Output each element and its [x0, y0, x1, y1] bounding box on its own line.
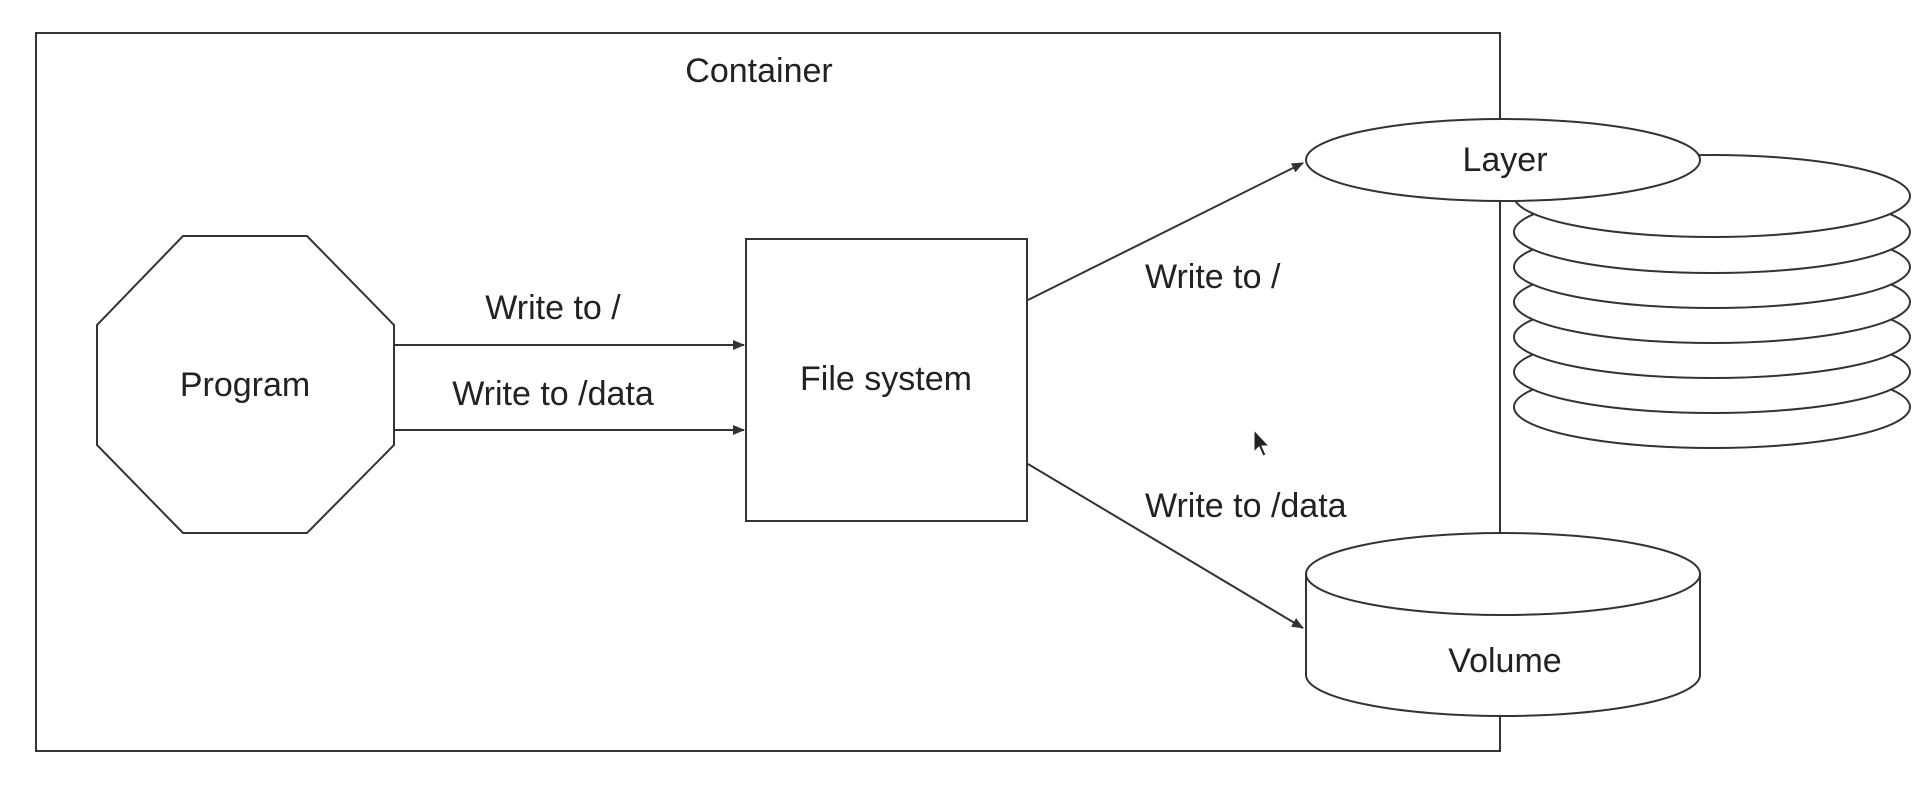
layer-ellipse [1305, 118, 1701, 202]
layer-label: Layer [1462, 141, 1547, 179]
volume-cylinder [1305, 532, 1701, 717]
write-root-fs-label: Write to / [1145, 258, 1281, 296]
file-system-label: File system [800, 360, 972, 398]
program-octagon [96, 235, 395, 534]
write-data-program-label: Write to /data [452, 375, 654, 413]
arrow-fs-volume [1027, 463, 1304, 629]
container-label: Container [685, 52, 832, 90]
volume-label: Volume [1448, 642, 1561, 680]
file-system-box [745, 238, 1028, 522]
program-label: Program [180, 366, 310, 404]
cursor-icon [1253, 428, 1271, 457]
write-data-fs-label: Write to /data [1145, 487, 1347, 525]
write-root-program-label: Write to / [485, 289, 621, 327]
arrow-fs-layer [1027, 162, 1304, 301]
